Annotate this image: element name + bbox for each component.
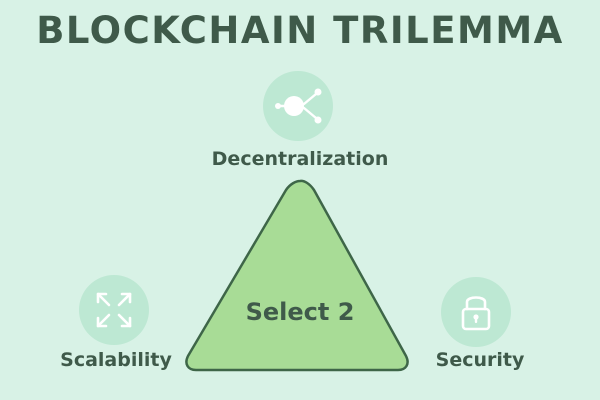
- padlock-icon: [440, 276, 512, 348]
- node-label-decentralization: Decentralization: [211, 148, 389, 170]
- expand-arrows-icon: [78, 274, 150, 346]
- triangle-shape: [185, 179, 409, 372]
- network-nodes-icon: [262, 70, 334, 142]
- select-two-label: Select 2: [245, 298, 355, 326]
- node-label-security: Security: [435, 349, 525, 371]
- diagram-title: BLOCKCHAIN TRILEMMA: [36, 9, 564, 52]
- node-label-scalability: Scalability: [60, 349, 172, 371]
